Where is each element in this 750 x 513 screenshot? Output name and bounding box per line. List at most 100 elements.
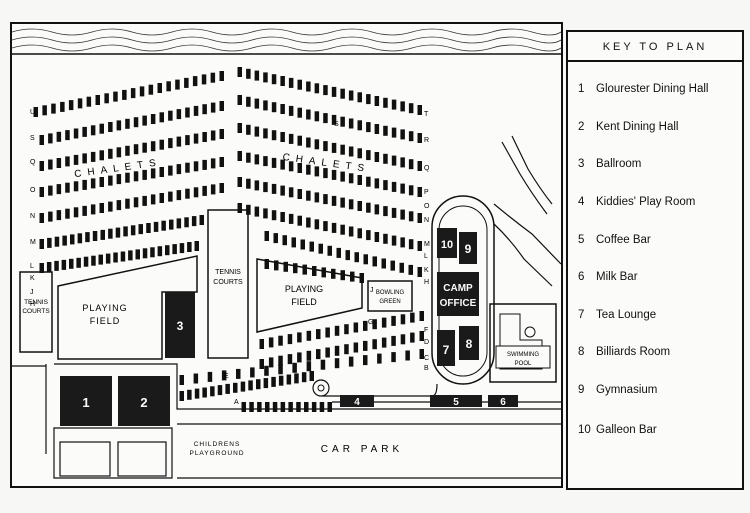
chalet [271,74,277,85]
chalet [340,197,345,208]
chalet [108,175,113,186]
chalet [323,85,328,96]
chalet-row-left [39,129,224,171]
chalet [146,223,151,233]
chalet [73,181,79,192]
chalet [353,342,359,353]
chalet [210,72,216,83]
chalet [297,79,302,90]
chalet [237,177,242,187]
chalet [65,182,70,193]
chalet [104,93,109,104]
chalet [46,262,52,272]
building-9-number: 9 [465,242,472,256]
chalet [150,168,156,179]
building-5-coffee-bar [430,395,482,407]
chalet [334,358,340,369]
chalet [130,225,136,236]
chalet [297,352,302,363]
chalet [294,373,299,384]
playing-field-center-label-2: FIELD [291,297,317,307]
chalet [340,171,345,182]
legend-item-label: Milk Bar [596,271,638,283]
legend-item-number: 10 [578,424,591,436]
chalet [271,130,277,141]
chalet [54,260,59,271]
chalet [237,203,242,213]
chalet [254,70,260,81]
building-5-number: 5 [453,397,459,408]
chalet [280,104,285,114]
chalet [133,144,139,155]
legend-item-label: Gymnasium [596,384,658,396]
chalet [300,239,305,250]
chalet [133,171,139,182]
chalet [185,188,190,199]
chalet [288,133,294,144]
chalet [323,221,328,232]
chalet [70,234,75,245]
chalet [336,247,341,258]
chalet [130,88,136,99]
chalet [280,212,285,222]
chalet [417,187,422,197]
row-letter: Q [424,165,430,172]
chalet [254,180,260,191]
chalet [254,126,260,137]
chalet [304,402,309,412]
chalet [86,96,92,107]
chalet [246,124,251,135]
chalet [323,194,328,205]
chalet [108,228,113,239]
chalet [318,243,323,254]
chalet [417,105,422,115]
chalet [273,233,278,244]
chalet [314,192,320,203]
chalet [391,99,397,110]
swimming-pool-area [489,303,557,383]
chalet [381,258,386,269]
chalet [391,127,397,138]
chalet [400,209,405,220]
chalet [99,123,104,134]
chalet [278,335,283,346]
chalet [210,158,216,169]
chalet [331,195,337,206]
chalet [202,185,207,196]
chalet [199,215,204,225]
chalet [56,131,62,142]
chalet [306,164,311,175]
chalet [159,139,164,150]
legend-item-label: Kiddies' Play Room [596,196,696,208]
camp-office-label-2: OFFICE [440,298,477,309]
chalet [233,382,238,393]
chalet [179,391,184,401]
chalet [383,206,388,217]
chalet [327,245,332,256]
chalet [363,355,368,366]
building-10-number: 10 [441,239,453,251]
tennis-courts-left-label-2: COURTS [22,308,50,315]
chalet [311,402,317,412]
chalet [159,112,164,123]
chalet [153,221,159,232]
chalet-row-right [237,123,422,171]
chalet [219,71,224,81]
chalet [179,243,185,254]
chalet [331,169,337,180]
chalet [142,169,147,180]
chalet [263,100,268,111]
chalet [383,97,388,108]
chalet [39,135,44,145]
chalet [48,133,53,144]
legend-item-number: 7 [578,309,585,321]
chalet [77,98,83,109]
chalet [185,135,190,146]
chalet [236,368,241,379]
chalet [115,227,121,238]
playing-field-center-label-1: PLAYING [285,284,323,294]
chalet-row-lower [259,311,424,349]
chalet [133,117,139,128]
